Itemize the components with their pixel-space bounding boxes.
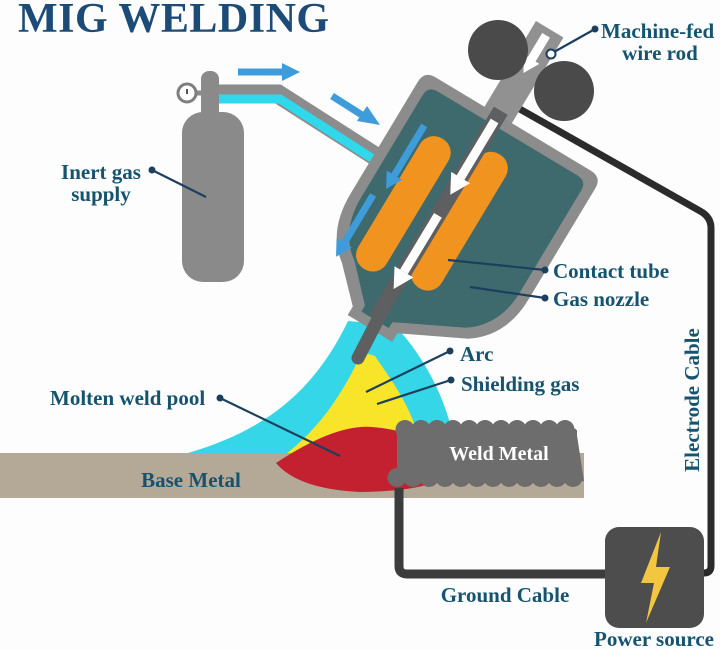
machine-fed-label-line2: wire rod [622, 41, 698, 65]
molten-weld-pool-label: Molten weld pool [50, 386, 205, 410]
feed-roller-right [534, 61, 594, 121]
contact-tube-right [411, 151, 508, 291]
feed-roller-left [468, 20, 528, 80]
cylinder-body [182, 112, 244, 282]
shielding-gas-label: Shielding gas [461, 372, 579, 396]
electrode-cable-label: Electrode Cable [680, 328, 704, 472]
wire-feed-arrow-mid [450, 118, 499, 195]
weld-metal-bead [387, 420, 584, 487]
wire-feed-arrow-low [393, 212, 442, 289]
torch-gas-arrow-1 [386, 123, 428, 189]
inert-gas-label-line1: Inert gas [61, 160, 141, 184]
torch-gas-arrow-2 [336, 193, 377, 257]
weld-metal-label: Weld Metal [449, 443, 549, 465]
gas-cylinder [176, 71, 244, 282]
inert-gas-label-line2: supply [71, 182, 131, 206]
contact-tube-left [356, 136, 451, 272]
lightning-bolt-icon [641, 532, 670, 623]
gas-flow-arrow-2 [330, 93, 380, 125]
cylinder-neck [201, 71, 219, 119]
arc-label: Arc [460, 342, 493, 366]
electrode-cable-line [516, 104, 715, 577]
wire-feed-arrow-top [523, 32, 550, 73]
machine-fed-label-line1: Machine-fed [601, 19, 714, 43]
contact-tube-label: Contact tube [553, 259, 669, 283]
power-source-label: Power source [594, 627, 714, 649]
wire-entry-ring [545, 48, 557, 60]
wire-tip [351, 293, 395, 365]
gas-flow-arrow-1 [238, 63, 300, 81]
base-metal-label: Base Metal [141, 468, 241, 492]
ground-cable-label: Ground Cable [441, 583, 570, 607]
gas-nozzle-label: Gas nozzle [553, 287, 649, 311]
leader-lines [148, 25, 599, 457]
page-title: MIG WELDING [18, 0, 330, 42]
ground-cable-line [394, 488, 606, 579]
